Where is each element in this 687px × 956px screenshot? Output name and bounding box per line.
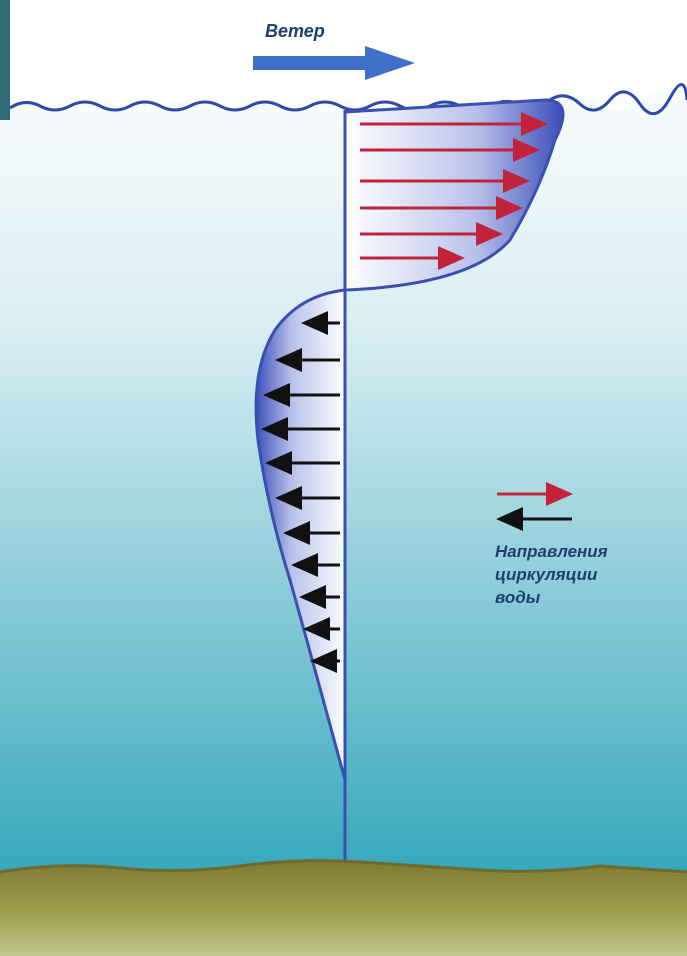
- wind-label: Ветер: [265, 21, 325, 41]
- left-edge-strip: [0, 0, 10, 120]
- legend-line-2: циркуляции: [495, 565, 598, 584]
- legend-line-3: воды: [495, 588, 541, 607]
- sky-area: [0, 0, 687, 110]
- lake-bottom-sediment: [0, 861, 687, 956]
- legend-line-1: Направления: [495, 542, 608, 561]
